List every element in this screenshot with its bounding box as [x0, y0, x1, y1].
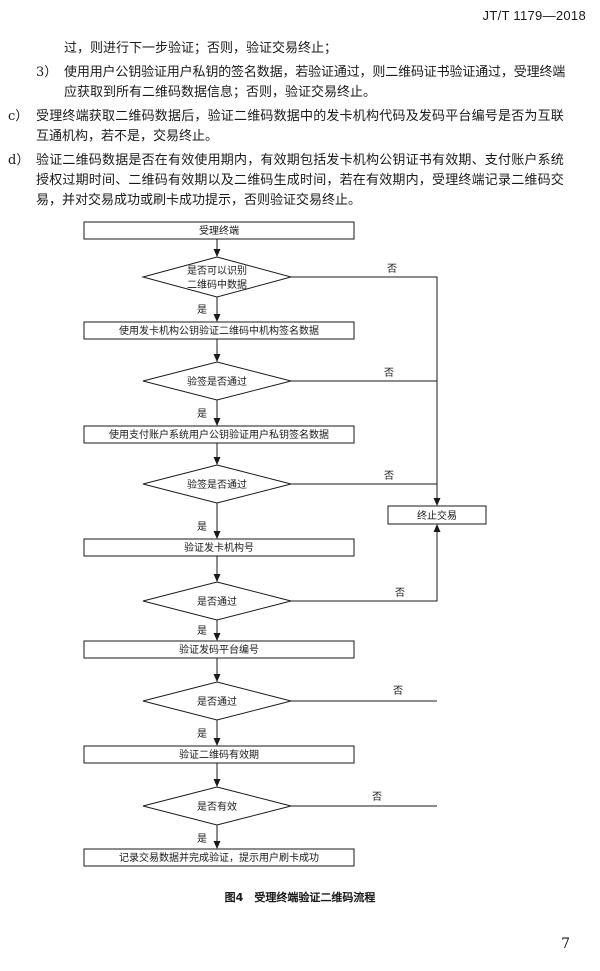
- list-label: d）: [8, 153, 30, 168]
- no-label: 否: [384, 367, 394, 379]
- decision-1-label: 是否可以识别: [187, 265, 247, 277]
- start-box: [83, 221, 355, 240]
- end-label: 记录交易数据并完成验证，提示用户刷卡成功: [119, 851, 319, 864]
- process-box-3: [83, 538, 355, 557]
- process-box-4: [83, 640, 355, 659]
- yes-label: 是: [197, 728, 207, 740]
- no-label: 否: [372, 791, 382, 803]
- no-label: 否: [393, 685, 403, 697]
- body-line: 应获取到所有二维码数据信息；否则，验证交易终止。: [64, 85, 377, 100]
- no-label: 否: [384, 470, 394, 482]
- process-5-label: 验证二维码有效期: [179, 748, 259, 761]
- body-line: 授权过期时间、二维码有效期以及二维码生成时间，若在有效期内，受理终端记录二维码交: [36, 173, 565, 188]
- process-box-2: [83, 425, 355, 444]
- yes-label: 是: [197, 833, 207, 845]
- decision-6-label: 是否有效: [197, 800, 237, 813]
- process-box-1: [83, 321, 355, 340]
- process-3-label: 验证发卡机构号: [184, 541, 254, 554]
- no-label: 否: [395, 587, 405, 599]
- start-label: 受理终端: [199, 224, 239, 237]
- yes-label: 是: [197, 521, 207, 533]
- body-line: 互通机构，若不是，交易终止。: [36, 129, 219, 144]
- figure-caption: 图4 受理终端验证二维码流程: [224, 891, 376, 904]
- yes-label: 是: [197, 304, 207, 316]
- yes-label: 是: [197, 408, 207, 420]
- decision-3-label: 验签是否通过: [187, 478, 247, 491]
- decision-1-label: 二维码中数据: [187, 278, 247, 291]
- process-1-label: 使用发卡机构公钥验证二维码中机构签名数据: [119, 324, 319, 337]
- process-4-label: 验证发码平台编号: [179, 643, 259, 656]
- terminate-label: 终止交易: [417, 509, 457, 522]
- process-2-label: 使用支付账户系统用户公钥验证用户私钥签名数据: [109, 428, 329, 441]
- yes-label: 是: [197, 625, 207, 637]
- end-box: [83, 848, 355, 867]
- decision-1: [141, 256, 293, 298]
- decision-5-label: 是否通过: [197, 695, 237, 708]
- process-box-5: [83, 745, 355, 764]
- no-label: 否: [387, 263, 397, 275]
- decision-4-label: 是否通过: [197, 595, 237, 608]
- page-number: 7: [561, 936, 570, 952]
- body-line: 使用用户公钥验证用户私钥的签名数据，若验证通过，则二维码证书验证通过，受理终端: [64, 65, 566, 80]
- list-label: 3）: [36, 65, 58, 80]
- body-line: 验证二维码数据是否在有效使用期内，有效期包括发卡机构公钥证书有效期、支付账户系统: [36, 153, 565, 168]
- standard-code: JT/T 1179—2018: [482, 8, 586, 23]
- body-line: 受理终端获取二维码数据后，验证二维码数据中的发卡机构代码及发码平台编号是否为互联: [36, 109, 565, 124]
- list-label: c）: [8, 109, 29, 124]
- decision-2-label: 验签是否通过: [187, 375, 247, 388]
- body-line: 易，并对交易成功或刷卡成功提示，否则验证交易终止。: [36, 193, 362, 208]
- body-line: 过，则进行下一步验证；否则，验证交易终止；: [64, 41, 338, 56]
